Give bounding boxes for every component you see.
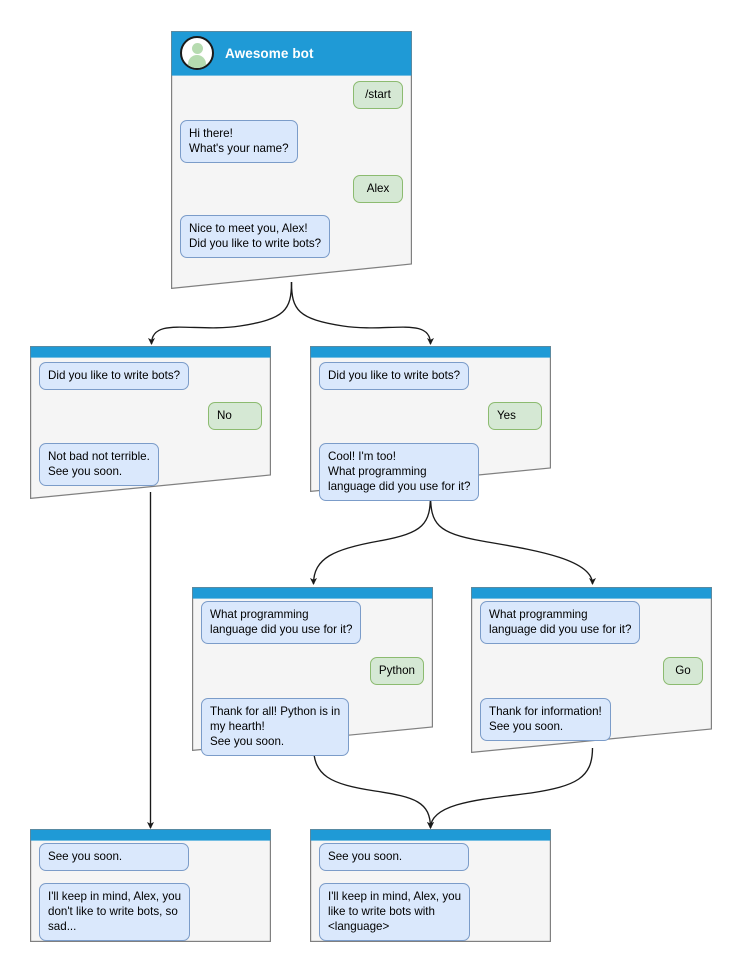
chat-card-end-no[interactable]: See you soon. I'll keep in mind, Alex, y… — [30, 829, 271, 942]
message-row: I'll keep in mind, Alex, you don't like … — [39, 883, 262, 941]
chat-card-yes-branch[interactable]: Did you like to write bots? Yes Cool! I'… — [310, 346, 551, 501]
connector-yes-to-python — [309, 493, 432, 585]
bot-message-bubble[interactable]: Hi there! What's your name? — [180, 120, 298, 163]
chat-card-no-branch[interactable]: Did you like to write bots? No Not bad n… — [30, 346, 271, 499]
message-list-yes-branch: Did you like to write bots? Yes Cool! I'… — [310, 362, 551, 501]
card-header-strip — [471, 587, 712, 598]
bot-message-bubble[interactable]: Did you like to write bots? — [39, 362, 190, 390]
message-row: Hi there! What's your name? — [180, 120, 403, 163]
bot-message-bubble[interactable]: See you soon. — [39, 843, 189, 871]
message-row: Did you like to write bots? — [39, 362, 262, 390]
card-titlebar-root: Awesome bot — [171, 31, 412, 75]
bot-message-bubble[interactable]: What programming language did you use fo… — [480, 601, 641, 644]
card-header-strip — [30, 346, 271, 357]
chat-card-go-branch[interactable]: What programming language did you use fo… — [471, 587, 712, 753]
user-message-bubble[interactable]: Python — [369, 657, 424, 685]
connector-yes-to-go — [429, 493, 596, 585]
message-row: Nice to meet you, Alex! Did you like to … — [180, 215, 403, 258]
user-message-bubble[interactable]: Go — [663, 657, 703, 685]
user-message-bubble[interactable]: No — [208, 402, 262, 430]
message-row: Cool! I'm too! What programming language… — [319, 443, 542, 501]
message-row: See you soon. — [319, 843, 542, 871]
chat-card-end-yes[interactable]: See you soon. I'll keep in mind, Alex, y… — [310, 829, 551, 942]
bot-message-bubble[interactable]: Nice to meet you, Alex! Did you like to … — [180, 215, 331, 258]
message-row: See you soon. — [39, 843, 262, 871]
message-row: /start — [180, 81, 403, 109]
card-header-strip — [192, 587, 433, 598]
card-header-strip — [30, 829, 271, 840]
bot-message-bubble[interactable]: What programming language did you use fo… — [201, 601, 362, 644]
message-list-python-branch: What programming language did you use fo… — [192, 601, 433, 756]
card-header-strip — [310, 829, 551, 840]
chat-card-root[interactable]: Awesome bot /start Hi there! What's your… — [171, 31, 412, 289]
message-row: Python — [201, 657, 424, 685]
bot-message-bubble[interactable]: See you soon. — [319, 843, 469, 871]
card-header-strip — [310, 346, 551, 357]
message-row: Alex — [180, 175, 403, 203]
bot-message-bubble[interactable]: I'll keep in mind, Alex, you don't like … — [39, 883, 191, 941]
message-list-go-branch: What programming language did you use fo… — [471, 601, 712, 741]
chat-card-python-branch[interactable]: What programming language did you use fo… — [192, 587, 433, 756]
user-message-bubble[interactable]: Alex — [353, 175, 403, 203]
bot-message-bubble[interactable]: Thank for all! Python is in my hearth! S… — [201, 698, 350, 756]
bot-message-bubble[interactable]: I'll keep in mind, Alex, you like to wri… — [319, 883, 471, 941]
user-message-bubble[interactable]: Yes — [488, 402, 542, 430]
connector-root-to-no — [147, 281, 293, 345]
message-row: Thank for information! See you soon. — [480, 698, 703, 741]
bot-message-bubble[interactable]: Not bad not terrible. See you soon. — [39, 443, 159, 486]
user-message-bubble[interactable]: /start — [353, 81, 403, 109]
connector-root-to-yes — [290, 281, 435, 345]
message-row: I'll keep in mind, Alex, you like to wri… — [319, 883, 542, 941]
message-row: No — [39, 402, 262, 430]
message-row: Did you like to write bots? — [319, 362, 542, 390]
message-row: Not bad not terrible. See you soon. — [39, 443, 262, 486]
message-row: What programming language did you use fo… — [201, 601, 424, 644]
bot-message-bubble[interactable]: Thank for information! See you soon. — [480, 698, 611, 741]
connector-python-to-end-yes — [312, 745, 435, 829]
message-list-end-yes: See you soon. I'll keep in mind, Alex, y… — [310, 843, 551, 941]
message-list-root: /start Hi there! What's your name? Alex … — [171, 81, 412, 258]
message-row: What programming language did you use fo… — [480, 601, 703, 644]
message-list-no-branch: Did you like to write bots? No Not bad n… — [30, 362, 271, 486]
message-list-end-no: See you soon. I'll keep in mind, Alex, y… — [30, 843, 271, 941]
message-row: Go — [480, 657, 703, 685]
message-row: Thank for all! Python is in my hearth! S… — [201, 698, 424, 756]
connector-go-to-end-yes — [427, 747, 594, 829]
bot-name-label: Awesome bot — [225, 45, 314, 61]
person-avatar-icon — [180, 36, 214, 70]
bot-message-bubble[interactable]: Cool! I'm too! What programming language… — [319, 443, 480, 501]
bot-message-bubble[interactable]: Did you like to write bots? — [319, 362, 470, 390]
message-row: Yes — [319, 402, 542, 430]
